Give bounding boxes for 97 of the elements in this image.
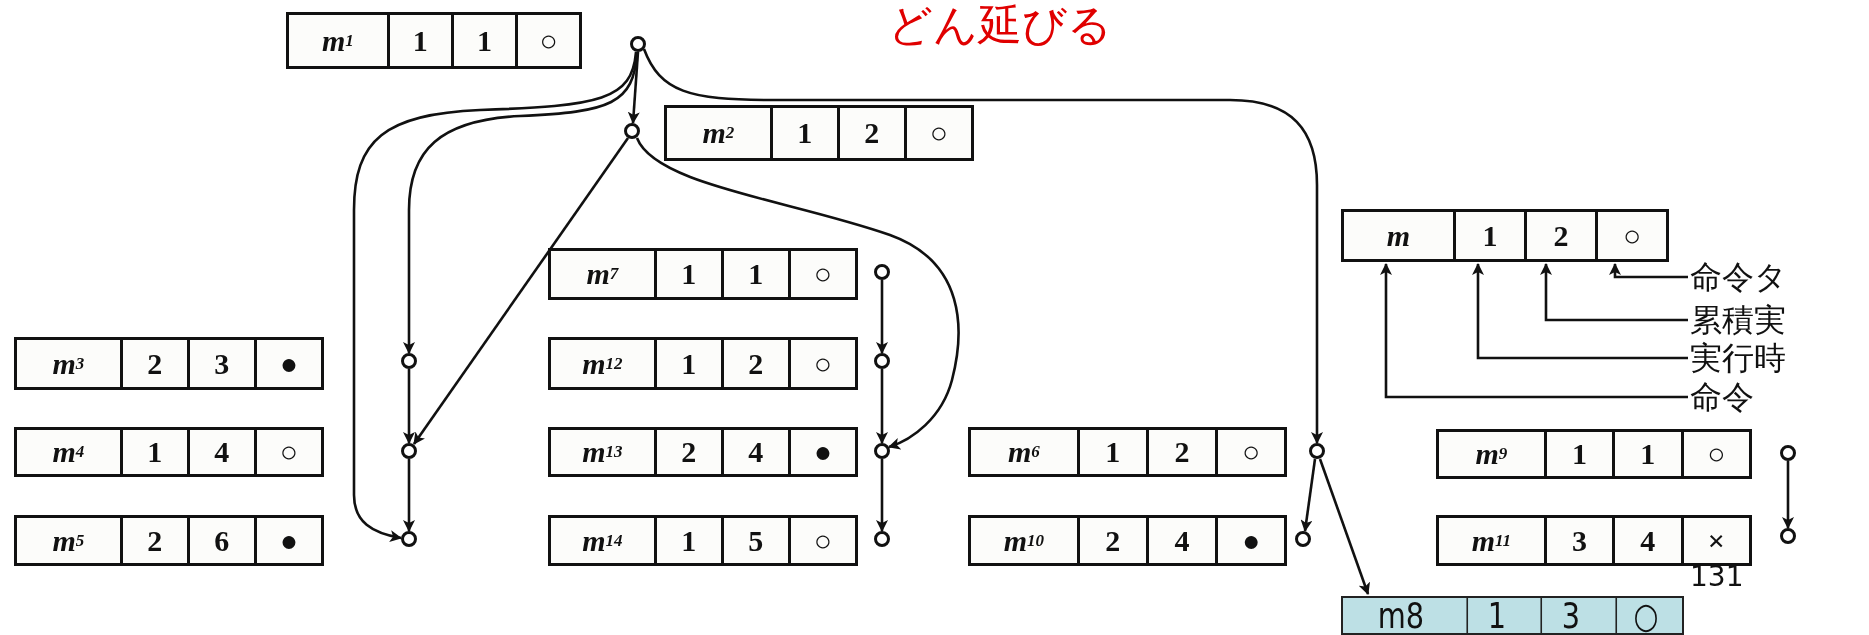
junction-circle	[874, 531, 890, 547]
arrow	[403, 459, 415, 532]
junction-circle	[630, 36, 646, 52]
arrow	[635, 137, 960, 449]
arrow	[1318, 458, 1370, 595]
record-box	[1341, 209, 1669, 262]
record-field: ○	[1214, 430, 1284, 474]
record-field: 2	[1523, 212, 1595, 259]
junction-circle	[401, 443, 417, 459]
record-box	[548, 248, 858, 300]
record-field: 2	[653, 430, 721, 474]
record-name: m8	[1376, 598, 1426, 633]
arrow	[876, 280, 888, 354]
arrow	[412, 137, 630, 445]
junction-circle	[624, 123, 640, 139]
record-field: 1	[653, 251, 721, 297]
record-field: 3	[1540, 598, 1601, 633]
record-field: ●	[253, 518, 321, 563]
record-field: 1	[769, 108, 837, 158]
record-box	[14, 515, 324, 566]
record-field: ●	[1214, 518, 1284, 563]
junction-circle	[1780, 445, 1796, 461]
record-field: 3	[186, 340, 254, 387]
junction-circle	[1295, 531, 1311, 547]
record-box	[968, 515, 1287, 566]
record-box	[14, 337, 324, 390]
arrow	[642, 48, 1323, 444]
record-field: ○	[1615, 598, 1675, 633]
annotation-label: 命令タ	[1690, 258, 1787, 296]
arrow	[1300, 458, 1317, 532]
arrow	[403, 369, 415, 444]
record-box	[548, 337, 858, 390]
record-field: 1	[1543, 432, 1613, 476]
record-field: ○	[787, 340, 855, 387]
record-field: 1	[1452, 212, 1524, 259]
leader-line	[1609, 263, 1688, 279]
arrow	[627, 51, 640, 124]
record-box	[1341, 596, 1684, 635]
record-field: ○	[1680, 432, 1749, 476]
record-field: 2	[720, 340, 788, 387]
annotation-label: 累積実	[1690, 301, 1786, 339]
record-field: 4	[186, 430, 254, 474]
record-box	[1436, 429, 1752, 479]
junction-circle	[1780, 528, 1796, 544]
record-box	[548, 515, 858, 566]
junction-circle	[874, 264, 890, 280]
record-field: 2	[1076, 518, 1146, 563]
record-field: 1	[119, 430, 187, 474]
junction-circle	[1309, 443, 1325, 459]
record-box	[664, 105, 974, 161]
record-field: ○	[787, 251, 855, 297]
record-field: 4	[1612, 518, 1681, 563]
record-field: 4	[720, 430, 788, 474]
junction-circle	[401, 353, 417, 369]
record-field: ○	[787, 518, 855, 563]
record-field: 1	[1076, 430, 1146, 474]
record-box	[14, 427, 324, 477]
record-field: 1	[653, 518, 721, 563]
leader-line	[1540, 263, 1688, 322]
record-box	[968, 427, 1287, 477]
junction-circle	[874, 443, 890, 459]
record-name: m	[1385, 217, 1412, 254]
arrow	[1782, 461, 1794, 529]
record-field: 5	[720, 518, 788, 563]
record-field: ●	[787, 430, 855, 474]
record-field: 1	[1466, 598, 1526, 633]
title: どん延びる	[888, 0, 1112, 52]
arrow	[352, 51, 638, 542]
junction-circle	[401, 531, 417, 547]
record-field: 3	[1543, 518, 1613, 563]
record-field: 1	[450, 15, 515, 66]
record-field: ●	[253, 340, 321, 387]
record-field: ○	[253, 430, 321, 474]
record-field: 6	[186, 518, 254, 563]
leader-line	[1380, 263, 1688, 399]
record-field: 1	[720, 251, 788, 297]
record-box	[1436, 515, 1752, 566]
leader-line	[1472, 263, 1688, 360]
record-field: ○	[1594, 212, 1666, 259]
record-field: 2	[119, 340, 187, 387]
arrow	[876, 459, 888, 532]
annotation-label: 命令	[1690, 378, 1754, 416]
record-field: 2	[119, 518, 187, 563]
record-box	[286, 12, 582, 69]
record-field: ○	[514, 15, 579, 66]
record-field: 1	[386, 15, 451, 66]
junction-circle	[874, 353, 890, 369]
record-box	[548, 427, 858, 477]
arrow	[876, 369, 888, 444]
record-field: 1	[653, 340, 721, 387]
record-field: 4	[1145, 518, 1215, 563]
record-field: ○	[903, 108, 971, 158]
annotation-label: 実行時	[1690, 339, 1786, 377]
record-field: 2	[836, 108, 904, 158]
record-field: 2	[1145, 430, 1215, 474]
record-field: 1	[1612, 432, 1681, 476]
record-field: ×	[1680, 518, 1749, 563]
